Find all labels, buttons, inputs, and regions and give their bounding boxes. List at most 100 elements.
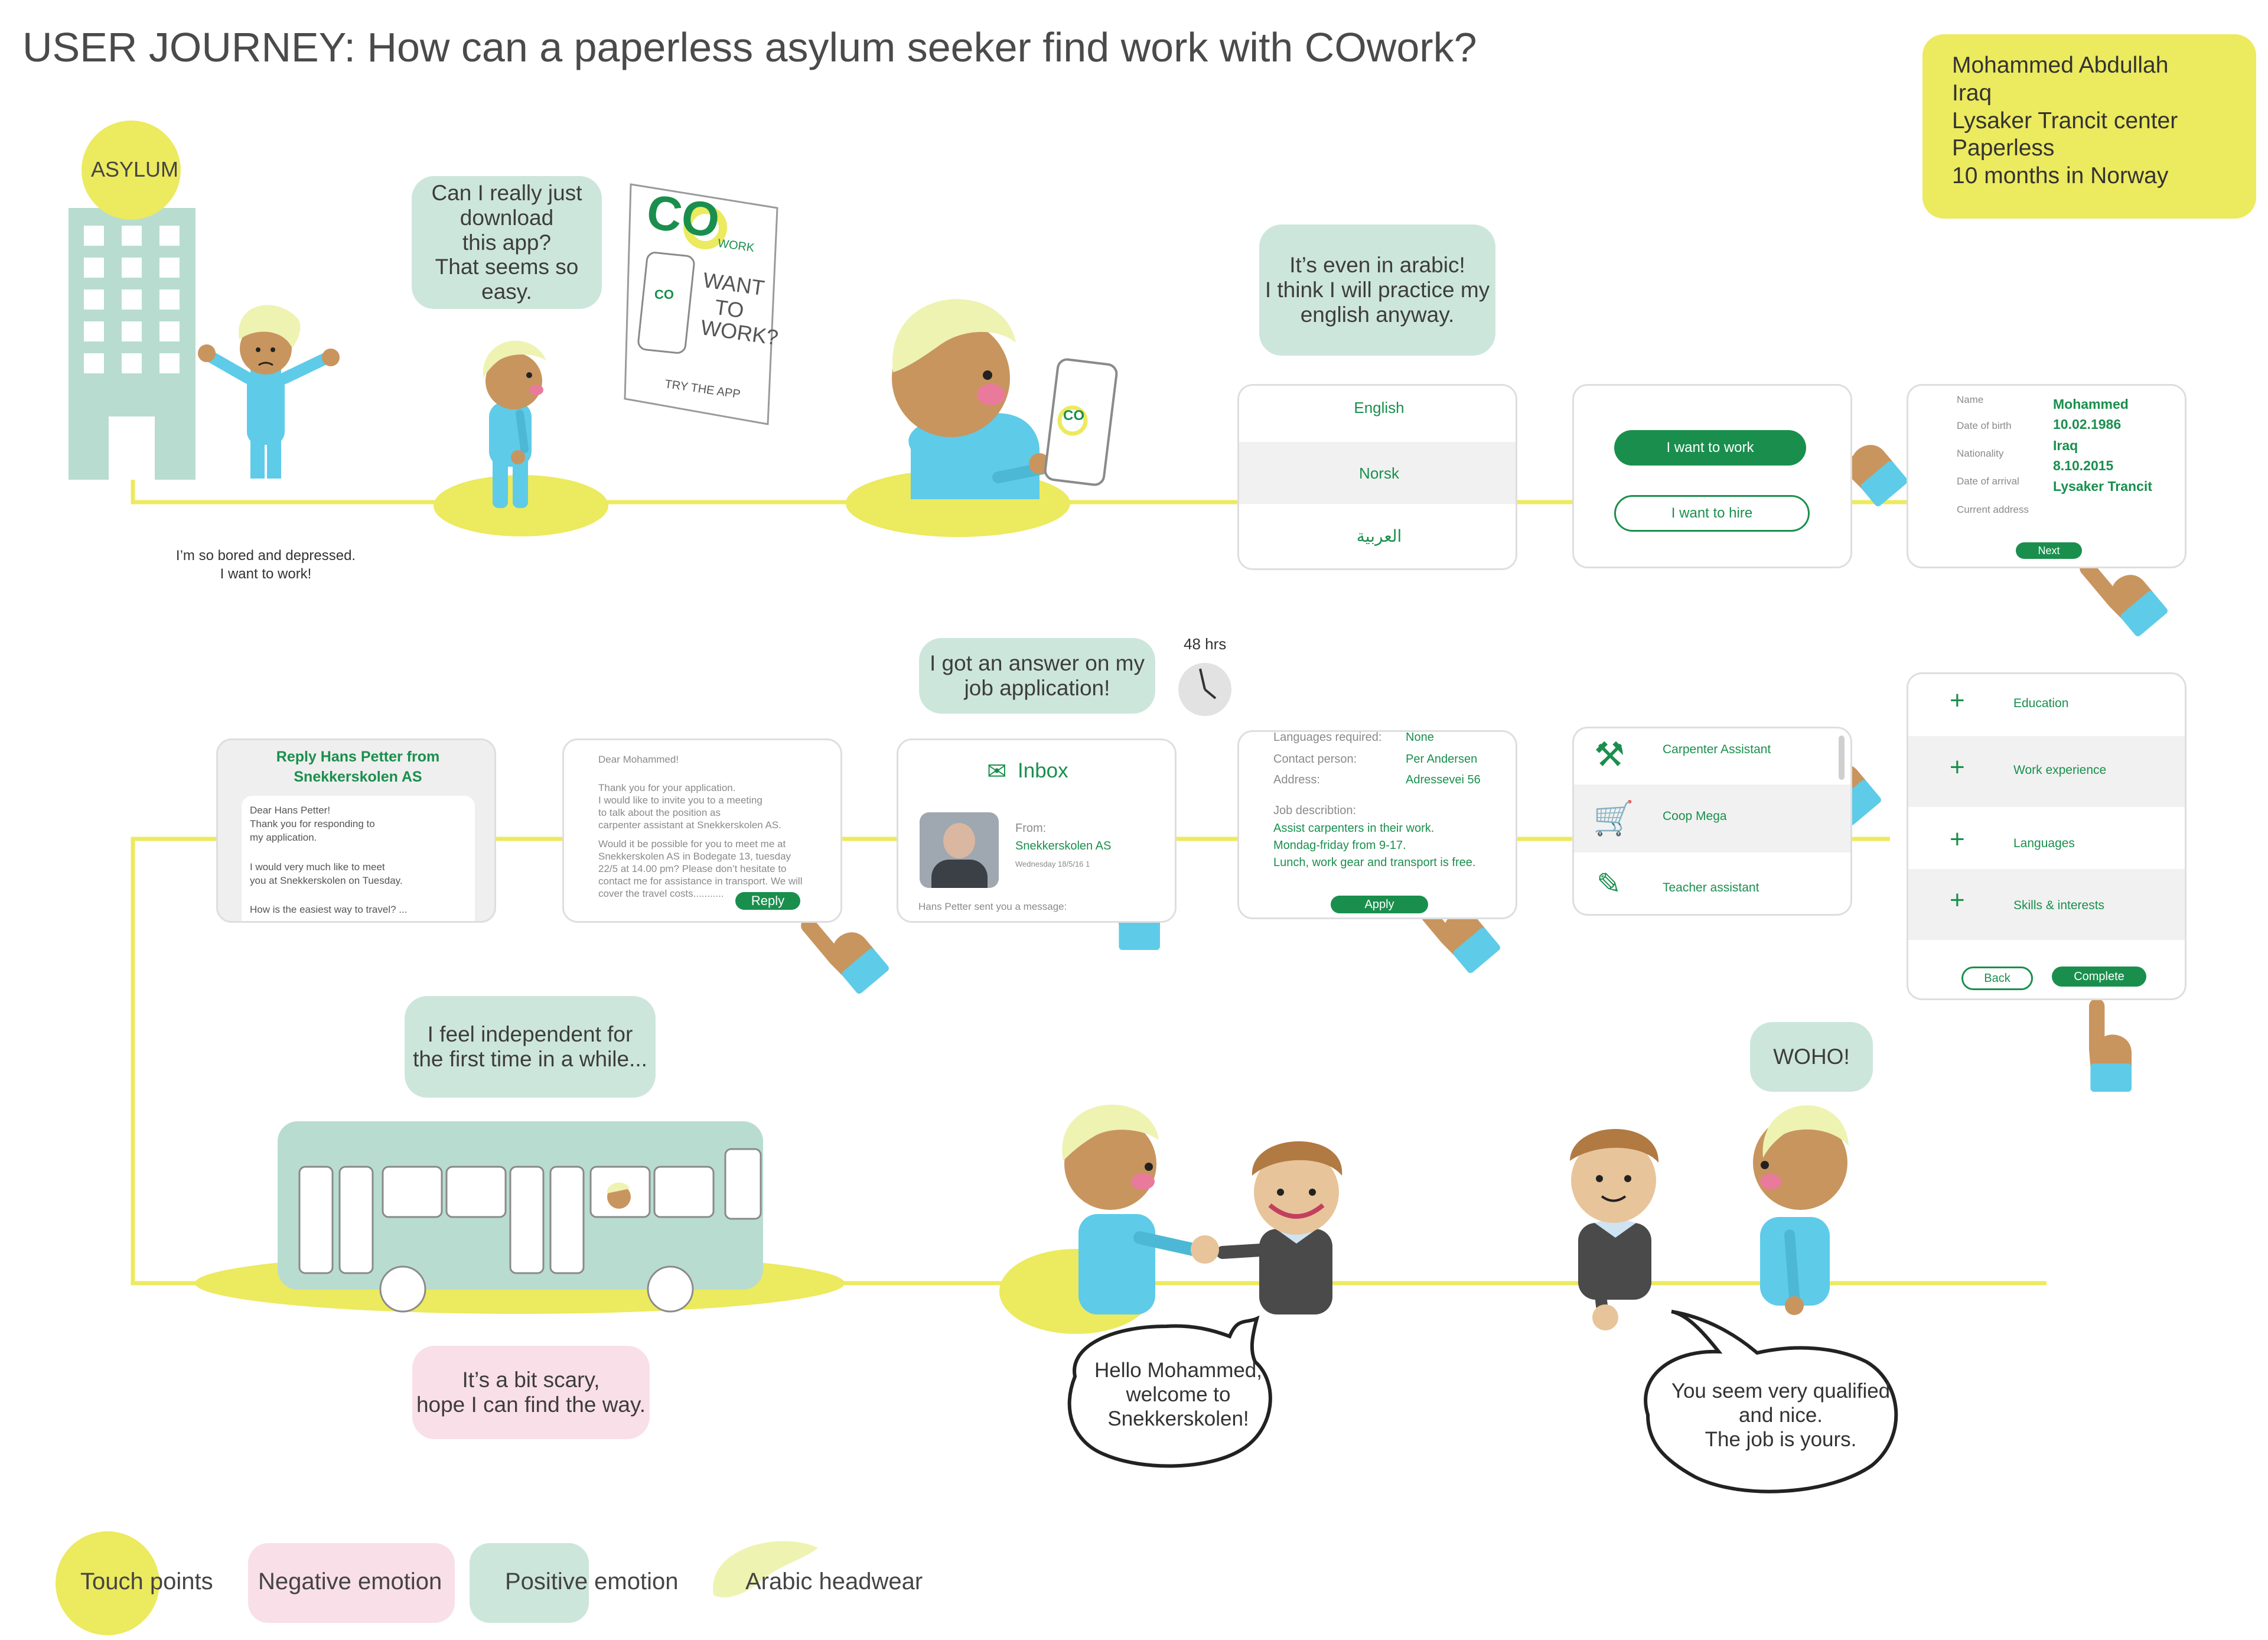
screen-inbox: ✉ Inbox From: Snekkerskolen AS Wednesday…: [897, 738, 1177, 923]
letter-line: cover the travel costs...........: [598, 888, 724, 899]
shopping-cart-icon: 🛒: [1593, 799, 1634, 837]
section-row[interactable]: + Skills & interests: [1908, 869, 2185, 940]
next-button[interactable]: Next: [2016, 542, 2082, 559]
plus-icon: +: [1950, 753, 1965, 782]
language-option-norsk: Norsk: [1359, 464, 1399, 482]
reply-button[interactable]: Reply: [735, 892, 800, 910]
character-offer: [1753, 1105, 1849, 1315]
character-bored: [198, 305, 340, 479]
teacher-icon: ✎: [1596, 867, 1621, 900]
job-row[interactable]: 🛒 Coop Mega: [1574, 785, 1850, 852]
profile-value: Mohammed: [2053, 396, 2129, 412]
legend-swatches: [56, 1531, 818, 1635]
profile-value: Lysaker Trancit: [2053, 479, 2152, 494]
job-label: Teacher assistant: [1663, 881, 1759, 894]
screen-letter: Dear Mohammed! Thank you for your applic…: [562, 738, 842, 923]
letter-line: contact me for assistance in transport. …: [598, 876, 803, 887]
cowork-poster: [624, 183, 778, 425]
section-row[interactable]: + Languages: [1908, 807, 2185, 878]
character-handshake: [1062, 1104, 1200, 1314]
profile-label: Name: [1957, 394, 1984, 405]
hand-phone-logo: CO: [1063, 408, 1084, 424]
section-label: Skills & interests: [2013, 899, 2105, 912]
want-to-hire-button[interactable]: I want to hire: [1614, 495, 1810, 532]
speech-bubble-qualified: [1644, 1310, 1898, 1493]
reply-line: How is the easiest way to travel? ...: [250, 904, 408, 915]
persona-card: Mohammed Abdullah Iraq Lysaker Trancit c…: [1922, 34, 2256, 219]
profile-label: Nationality: [1957, 448, 2004, 459]
inbox-preview: Hans Petter sent you a message:: [918, 901, 1067, 912]
section-row[interactable]: + Education: [1908, 674, 2185, 736]
timer-label: 48 hrs: [1184, 635, 1227, 653]
section-label: Education: [2013, 697, 2069, 710]
persona-center: Lysaker Trancit center: [1952, 108, 2178, 134]
plus-icon: +: [1950, 886, 1965, 915]
inbox-from[interactable]: Snekkerskolen AS: [1015, 839, 1112, 852]
job-row[interactable]: ✎ Teacher assistant: [1574, 852, 1850, 914]
plus-icon: +: [1950, 686, 1965, 715]
section-label: Work experience: [2013, 763, 2107, 777]
bus: [278, 1121, 763, 1313]
complete-button[interactable]: Complete: [2052, 967, 2146, 987]
letter-line: Thank you for your application.: [598, 782, 736, 793]
finger-hand-icon: [2089, 998, 2132, 1092]
bubble-answer: I got an answer on my job application!: [919, 638, 1155, 714]
inbox-from-label: From:: [1015, 822, 1047, 835]
letter-line: carpenter assistant at Snekkerskolen AS.: [598, 819, 781, 831]
screen-sections: + Education + Work experience + Language…: [1907, 672, 2186, 1000]
bubble-arabic: It’s even in arabic! I think I will prac…: [1259, 224, 1495, 356]
bubble-woho: WOHO!: [1750, 1022, 1873, 1092]
persona-country: Iraq: [1952, 80, 1992, 106]
reply-line: Thank you for responding to: [250, 818, 375, 829]
screen-reply: Reply Hans Petter from Snekkerskolen AS …: [216, 738, 496, 923]
hammer-icon: ⚒: [1594, 736, 1625, 774]
detail-desc: Mondag-friday from 9-17.: [1273, 839, 1406, 852]
detail-label: Address:: [1273, 773, 1320, 786]
reply-line: my application.: [250, 832, 317, 843]
profile-label: Current address: [1957, 504, 2029, 515]
asylum-sign: ASYLUM: [91, 157, 179, 181]
language-option-arabic[interactable]: العربية: [1356, 527, 1402, 545]
back-button[interactable]: Back: [1961, 967, 2033, 990]
profile-value: 8.10.2015: [2053, 458, 2114, 473]
detail-value: Per Andersen: [1406, 753, 1478, 766]
finger-hand-icon: [801, 917, 889, 994]
language-option-english[interactable]: English: [1354, 399, 1405, 416]
profile-label: Date of arrival: [1957, 476, 2019, 487]
profile-label: Date of birth: [1957, 420, 2012, 431]
asylum-building: [69, 121, 195, 480]
reply-line: you at Snekkerskolen on Tuesday.: [250, 875, 403, 886]
clock-icon: [1178, 663, 1231, 716]
language-option-norsk-row[interactable]: Norsk: [1239, 442, 1516, 504]
plus-icon: +: [1950, 825, 1965, 854]
letter-line: I would like to invite you to a meeting: [598, 795, 762, 806]
scrollbar[interactable]: [1839, 736, 1845, 780]
legend-arabic-headwear: Arabic headwear: [745, 1569, 923, 1595]
poster-phone-logo: CO: [654, 287, 674, 302]
employer-handshake: [1191, 1141, 1342, 1314]
detail-label: Job describtion:: [1273, 804, 1357, 817]
avatar[interactable]: [920, 812, 999, 888]
apply-button[interactable]: Apply: [1331, 896, 1428, 913]
persona-duration: 10 months in Norway: [1952, 163, 2169, 189]
detail-desc: Assist carpenters in their work.: [1273, 822, 1435, 835]
inbox-date: Wednesday 18/5/16 1: [1015, 860, 1090, 868]
reply-line: Dear Hans Petter!: [250, 805, 331, 816]
letter-line: to talk about the position as: [598, 807, 721, 818]
want-to-work-button[interactable]: I want to work: [1614, 430, 1806, 466]
page-title: USER JOURNEY: How can a paperless asylum…: [22, 24, 1477, 70]
finger-hand-icon: [2080, 560, 2168, 636]
reply-textarea[interactable]: Dear Hans Petter! Thank you for respondi…: [242, 796, 475, 921]
character-phone: [892, 299, 1118, 499]
persona-status: Paperless: [1952, 135, 2055, 161]
section-row[interactable]: + Work experience: [1908, 736, 2185, 807]
job-row[interactable]: ⚒ Carpenter Assistant: [1574, 728, 1850, 785]
job-label: Carpenter Assistant: [1663, 743, 1771, 756]
poster-logo: CO: [643, 184, 723, 249]
bubble-independent: I feel independent for the first time in…: [405, 996, 656, 1098]
detail-value: Adressevei 56: [1406, 773, 1481, 786]
detail-label: Contact person:: [1273, 753, 1357, 766]
persona-name: Mohammed Abdullah: [1952, 53, 2169, 78]
